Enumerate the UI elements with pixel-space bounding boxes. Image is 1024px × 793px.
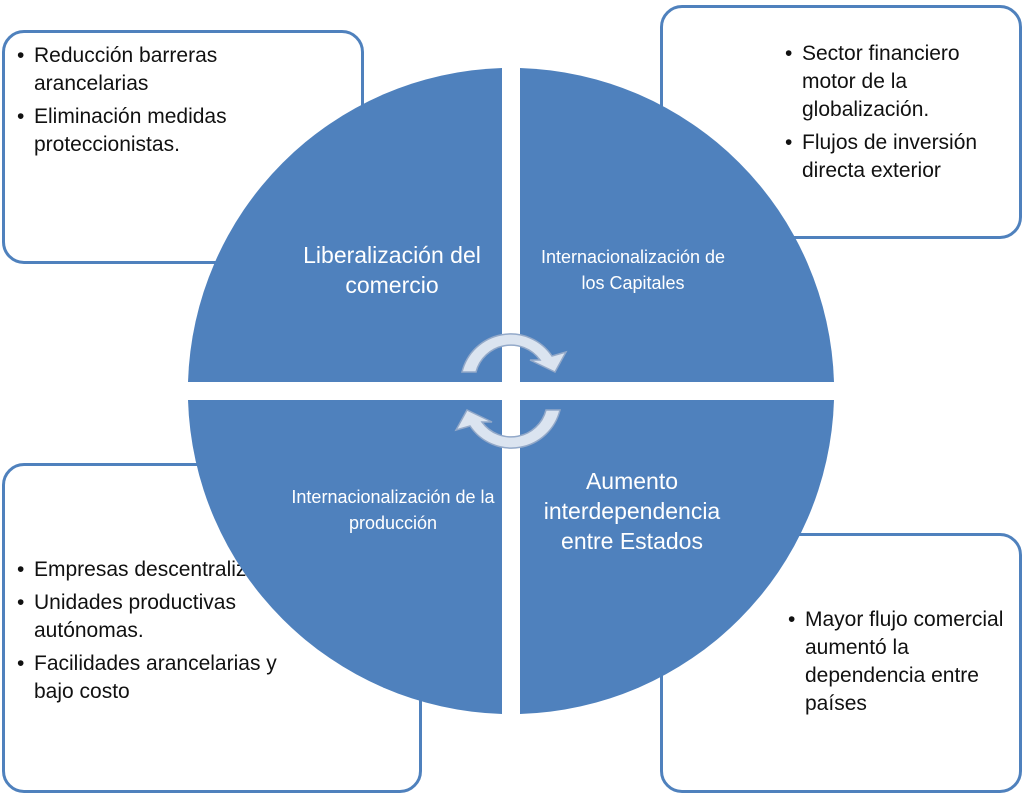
counterclockwise-arrow-icon: [454, 409, 561, 449]
bullet-item: Sector financiero motor de la globalizac…: [785, 40, 1010, 124]
bullet-item: Eliminación medidas proteccionistas.: [17, 103, 252, 159]
bullet-list-bottom-right: Mayor flujo comercial aumentó la depende…: [788, 606, 1016, 723]
bullet-item: Unidades productivas autónomas.: [17, 589, 297, 645]
bullet-item: Reducción barreras arancelarias: [17, 42, 252, 98]
quadrant-bottom-right: [520, 400, 834, 714]
quadrant-label-liberalizacion: Liberalización del comercio: [303, 242, 481, 298]
bullet-item: Facilidades arancelarias y bajo costo: [17, 650, 297, 706]
quadrant-label-produccion: Internacionalización de la producción: [291, 487, 495, 533]
quadrant-top-right: [520, 68, 834, 382]
quadrant-label-capitales: Internacionalización de los Capitales: [540, 247, 726, 293]
quadrant-label-interdependencia: Aumento interdependencia entre Estados: [543, 468, 721, 554]
cycle-arrows-icon: [454, 333, 568, 449]
clockwise-arrow-icon: [461, 333, 568, 373]
bullet-item: Mayor flujo comercial aumentó la depende…: [788, 606, 1016, 718]
bullet-item: Flujos de inversión directa exterior: [785, 129, 1010, 185]
quadrant-wheel: [188, 68, 834, 714]
bullet-list-top-right: Sector financiero motor de la globalizac…: [785, 40, 1010, 190]
quadrant-bottom-left: [188, 400, 502, 714]
bullet-list-bottom-left: Empresas descentralizas Unidades product…: [17, 556, 297, 711]
bullet-item: Empresas descentralizas: [17, 556, 297, 584]
quadrant-top-left: [188, 68, 502, 382]
bullet-list-top-left: Reducción barreras arancelarias Eliminac…: [17, 42, 252, 164]
